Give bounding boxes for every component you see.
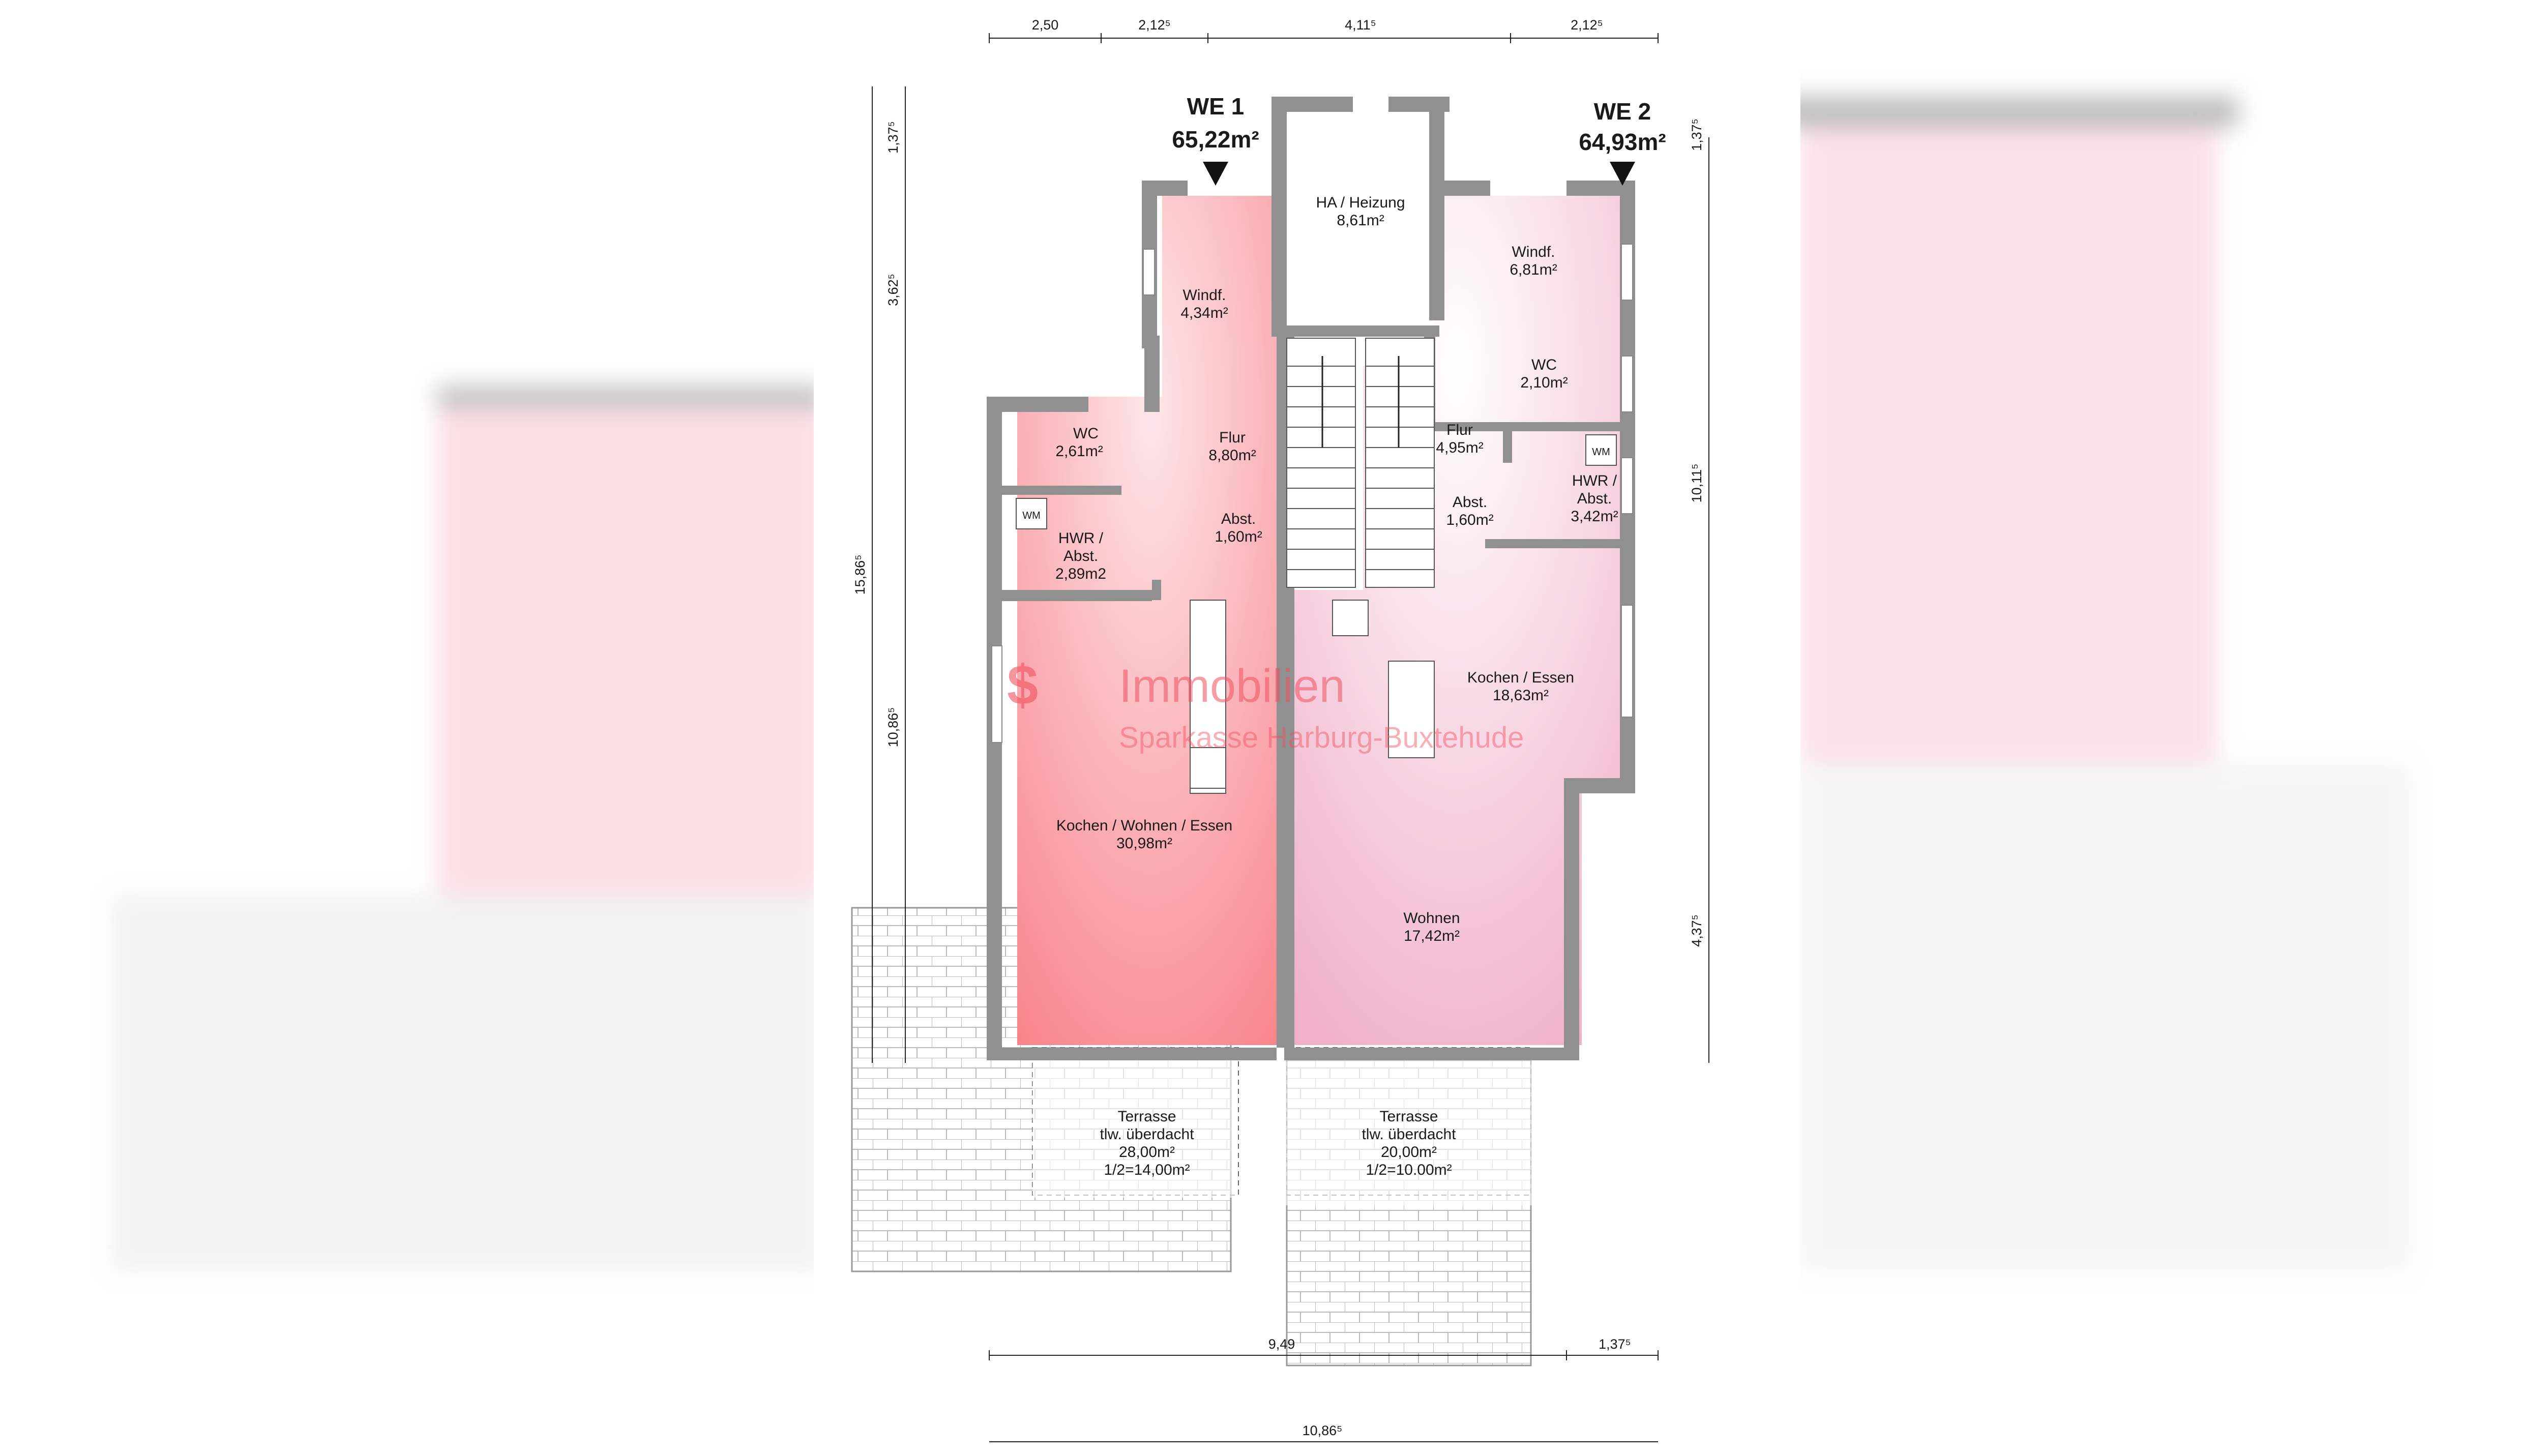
room-wc1-name: WC xyxy=(1073,425,1099,442)
room-abst2-name: Abst. xyxy=(1453,494,1487,511)
unit-we1-area-label: 65,22m² xyxy=(1172,126,1259,153)
room-flur1-area: 8,80m² xyxy=(1208,447,1256,464)
dim-top-0: 2,50 xyxy=(1032,17,1059,33)
staircase xyxy=(1286,338,1435,588)
unit-we1-title: WE 1 xyxy=(1187,93,1244,120)
washing-machine-we2: WM xyxy=(1585,434,1617,466)
unit-we2-title: WE 2 xyxy=(1594,98,1651,125)
dim-bottom-0: 9,49 xyxy=(1268,1336,1295,1352)
dimension-lines xyxy=(872,33,1709,1442)
terrace1-area: 28,00m² xyxy=(1119,1144,1175,1161)
room-ha-heizung-area: 8,61m² xyxy=(1337,212,1384,229)
room-wohnen-area: 17,42m² xyxy=(1404,928,1460,944)
watermark-line2: Sparkasse Harburg-Buxtehude xyxy=(1119,721,1524,754)
room-windf2-name: Windf. xyxy=(1512,244,1555,260)
room-wc2-name: WC xyxy=(1531,356,1557,373)
room-hwr1-name: HWR / xyxy=(1058,530,1104,547)
wm-label: WM xyxy=(1022,510,1041,521)
room-hwr2-name: HWR / xyxy=(1572,472,1617,489)
watermark-logo-icon: $ xyxy=(1007,654,1038,717)
terrace2-name: Terrasse xyxy=(1379,1108,1438,1125)
room-windf1-area: 4,34m² xyxy=(1180,305,1228,321)
room-abst2-area: 1,60m² xyxy=(1446,512,1493,528)
entry-arrow-we1 xyxy=(1203,162,1228,186)
unit-we2-area-label: 64,93m² xyxy=(1579,129,1666,155)
room-wohnen-name: Wohnen xyxy=(1403,910,1460,927)
terrace2-area: 20,00m² xyxy=(1381,1144,1437,1161)
room-ha-heizung-name: HA / Heizung xyxy=(1316,194,1405,211)
dim-top-1: 2,12⁵ xyxy=(1138,17,1171,33)
floor-plan-panel: WM WM WE 1 65,22m² WE 2 64,93m² HA / Hei… xyxy=(814,0,1800,1453)
room-abst1-name: Abst. xyxy=(1221,511,1256,527)
terrace1-sub: tlw. überdacht xyxy=(1100,1126,1194,1143)
room-hwr2-area: 3,42m² xyxy=(1571,508,1618,525)
dim-top-2: 4,11⁵ xyxy=(1345,17,1376,33)
room-ke-name: Kochen / Essen xyxy=(1467,669,1574,686)
room-flur1-name: Flur xyxy=(1219,429,1246,446)
room-hwr1-name2: Abst. xyxy=(1063,548,1098,564)
dim-top-3: 2,12⁵ xyxy=(1571,17,1603,33)
dimension-labels: 2,50 2,12⁵ 4,11⁵ 2,12⁵ 15,86⁵ 1,37⁵ 3,62… xyxy=(852,17,1704,1438)
room-hwr1-area: 2,89m2 xyxy=(1055,566,1106,582)
washing-machine-we1: WM xyxy=(1016,498,1047,529)
dim-bottom-total: 10,86⁵ xyxy=(1303,1423,1343,1438)
dim-left-inner-1: 3,62⁵ xyxy=(885,274,901,306)
dim-left-outer: 15,86⁵ xyxy=(852,555,868,595)
entry-arrow-we2 xyxy=(1610,162,1635,186)
terrace1-half: 1/2=14,00m² xyxy=(1104,1162,1190,1178)
terrace1-name: Terrasse xyxy=(1117,1108,1176,1125)
dim-left-inner-2: 10,86⁵ xyxy=(885,707,901,748)
room-wc1-area: 2,61m² xyxy=(1055,443,1103,460)
room-labels: HA / Heizung 8,61m² Windf. 4,34m² Windf.… xyxy=(1055,194,1618,1178)
dim-bottom-1: 1,37⁵ xyxy=(1599,1336,1631,1352)
watermark: $ Immobilien Sparkasse Harburg-Buxtehude xyxy=(1007,654,1524,754)
room-kwe-name: Kochen / Wohnen / Essen xyxy=(1056,817,1232,834)
room-flur2-area: 4,95m² xyxy=(1436,439,1483,456)
dim-right-2: 4,37⁵ xyxy=(1689,914,1704,947)
terrace2-half: 1/2=10.00m² xyxy=(1366,1162,1452,1178)
walls xyxy=(987,97,1635,1060)
room-hwr2-name2: Abst. xyxy=(1577,490,1612,507)
room-flur2-name: Flur xyxy=(1446,422,1473,438)
dim-right-0: 1,37⁵ xyxy=(1689,118,1704,151)
wm-label: WM xyxy=(1592,447,1610,458)
dim-right-1: 10,11⁵ xyxy=(1689,464,1704,503)
dim-left-inner-0: 1,37⁵ xyxy=(885,121,901,154)
room-wc2-area: 2,10m² xyxy=(1520,374,1568,391)
watermark-line1: Immobilien xyxy=(1119,660,1345,712)
terrace2-sub: tlw. überdacht xyxy=(1362,1126,1456,1143)
room-windf2-area: 6,81m² xyxy=(1510,261,1557,278)
room-abst1-area: 1,60m² xyxy=(1215,528,1262,545)
room-kwe-area: 30,98m² xyxy=(1116,835,1172,852)
room-ke-area: 18,63m² xyxy=(1493,687,1549,704)
kitchen-fixtures xyxy=(1190,600,1435,794)
room-windf1-name: Windf. xyxy=(1182,287,1226,304)
